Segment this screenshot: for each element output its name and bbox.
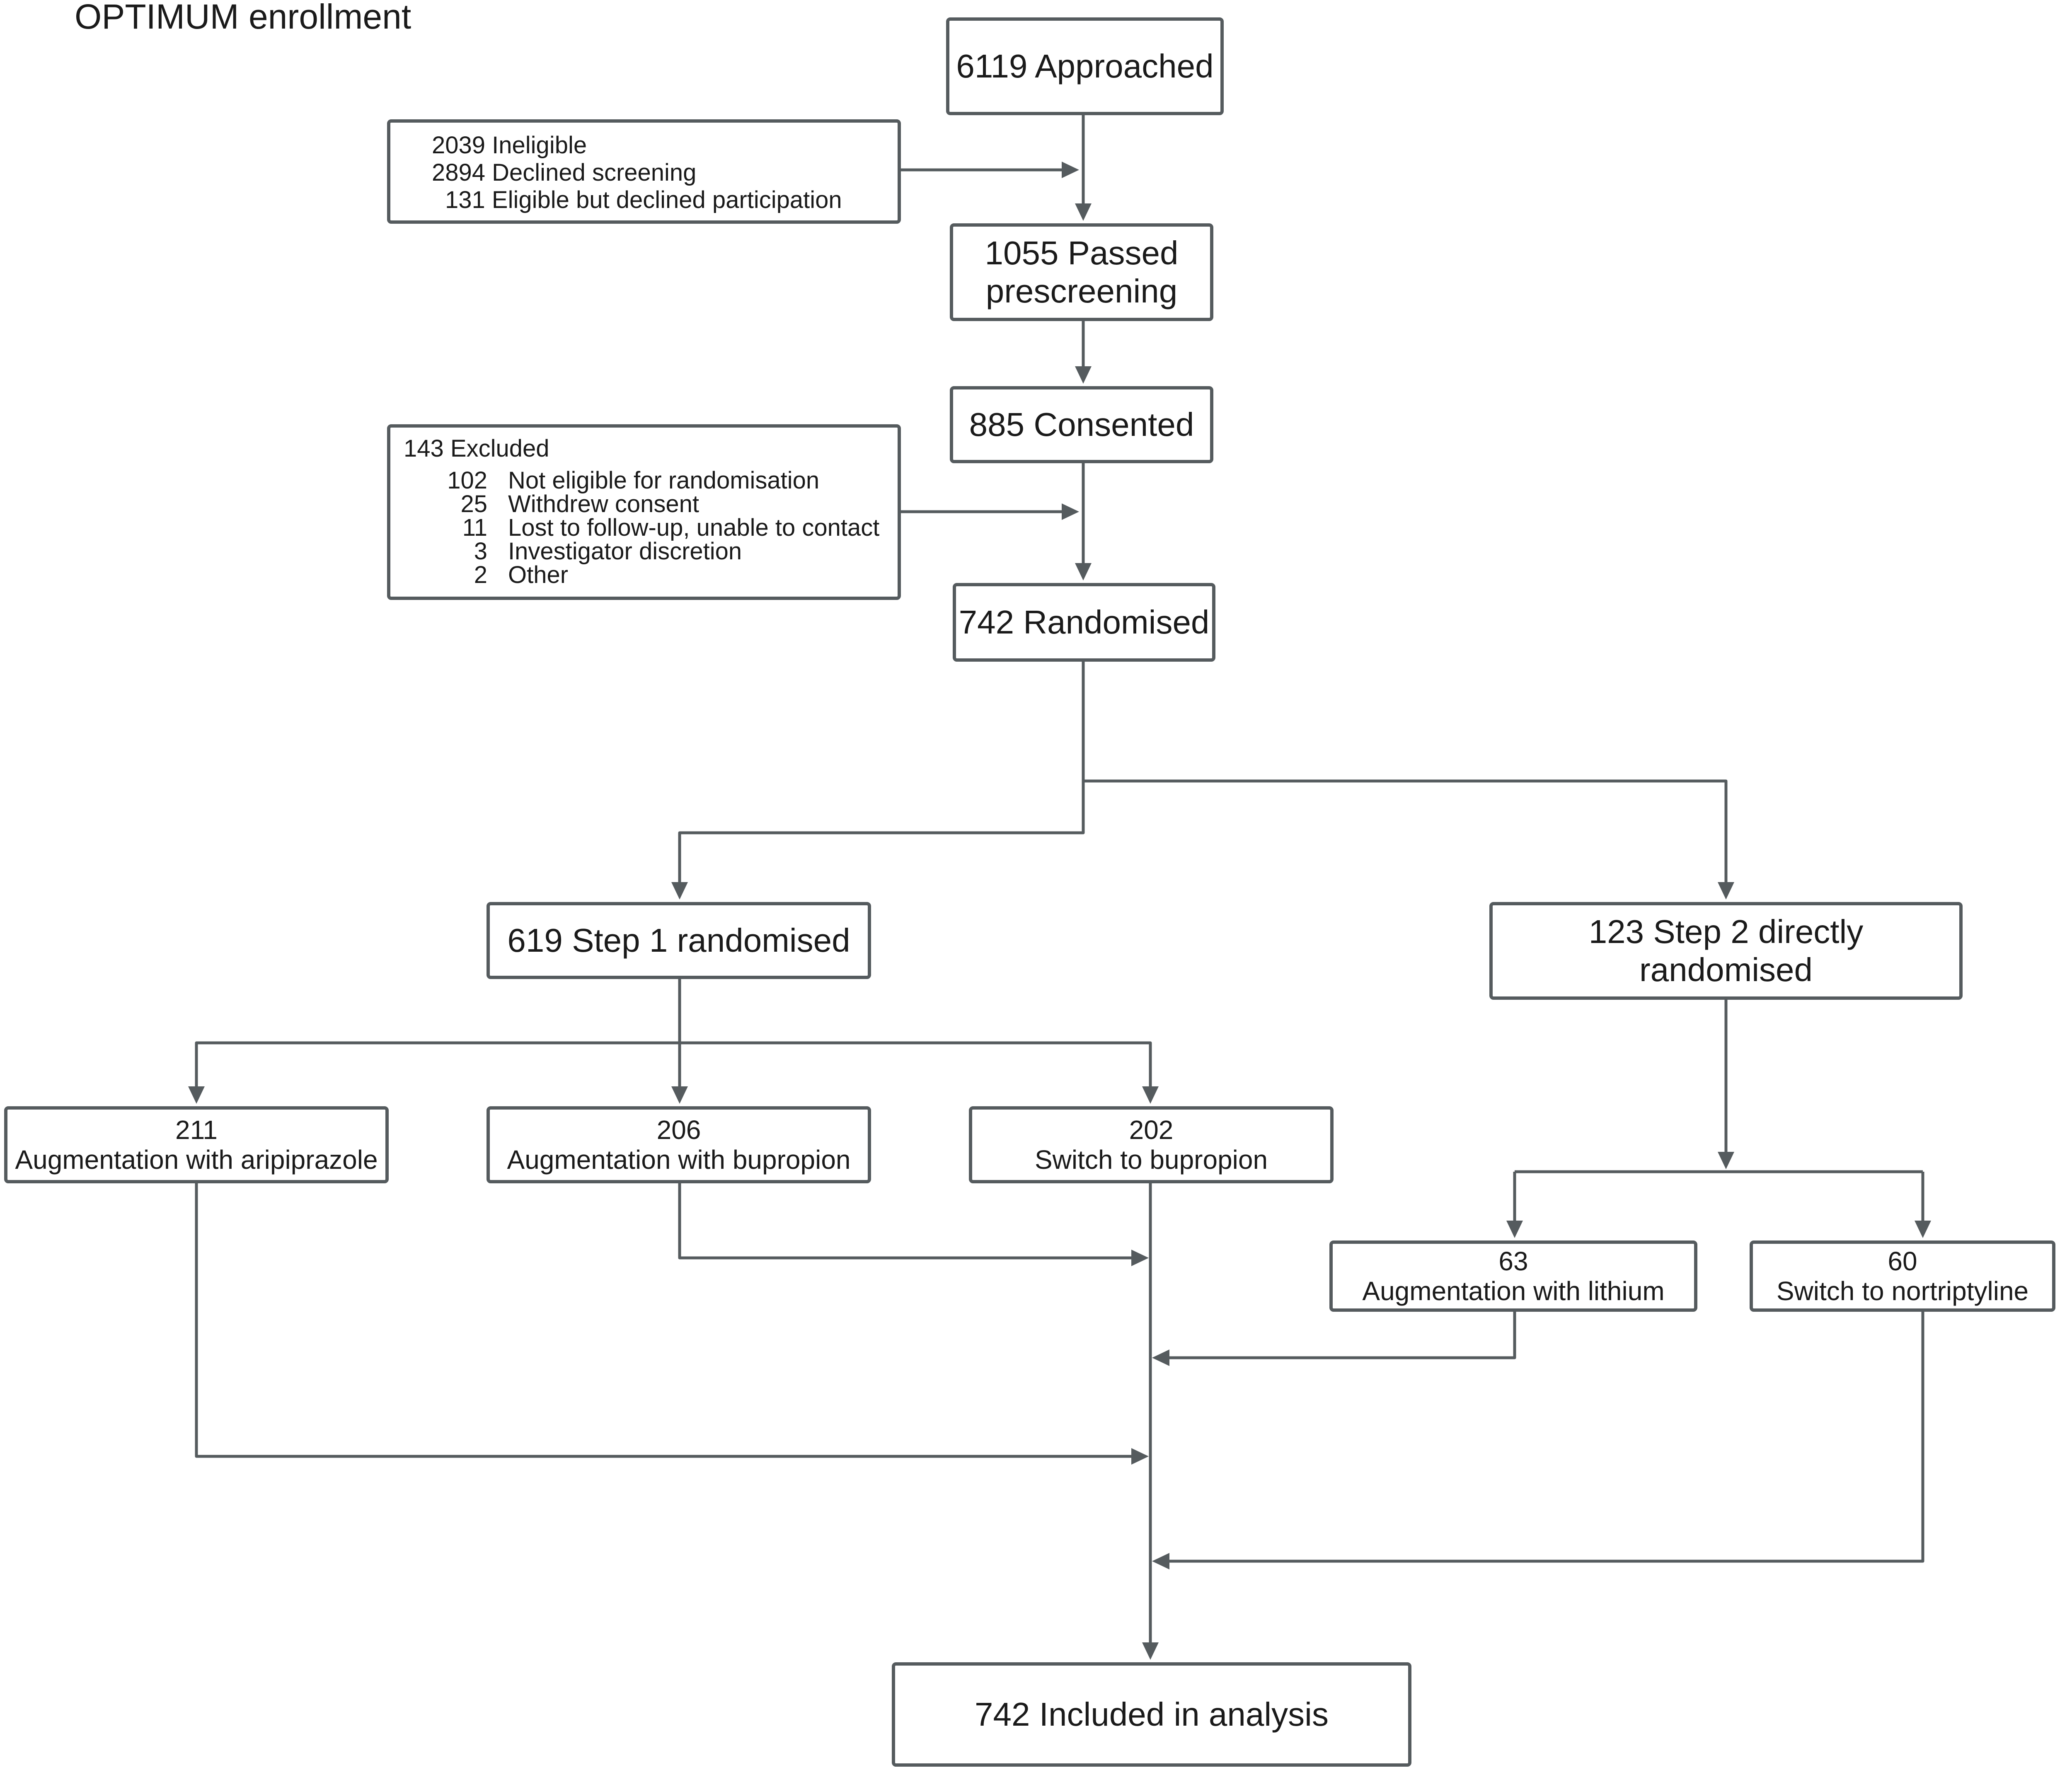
consent-exclusions-box: 143 Excluded 102 Not eligible for random… (387, 424, 901, 600)
node-included-line-1: 742 Included in analysis (975, 1696, 1329, 1733)
connector-randomised-to-step1 (678, 662, 1085, 882)
connector-step1-to-switch-bupropion-arrowhead (1142, 1086, 1159, 1104)
node-switch-bupropion: 202 Switch to bupropion (969, 1106, 1334, 1183)
node-consented: 885 Consented (950, 386, 1213, 463)
excluded-withdrew-label: Withdrew consent (508, 491, 699, 517)
node-step2-line-1: 123 Step 2 directly (1588, 913, 1864, 950)
connector-lithium-merge-arrowhead (1152, 1349, 1169, 1366)
connector-switch-bupropion-to-analysis-arrowhead (1142, 1642, 1159, 1660)
node-lithium-count: 63 (1498, 1246, 1528, 1276)
exclusion-declined-screening-count: 2894 (432, 159, 486, 186)
connector-prescreening-to-consented-arrowhead (1075, 366, 1092, 384)
page-title: OPTIMUM enrollment (75, 0, 411, 36)
exclusion-declined-participation-label: Eligible but declined participation (491, 186, 842, 213)
connector-aug-bupropion-merge-arrowhead (1131, 1250, 1149, 1266)
node-lithium-label: Augmentation with lithium (1362, 1276, 1665, 1306)
connector-step2-to-lithium-arrowhead (1506, 1221, 1523, 1238)
connector-step2-to-nortriptyline-arrowhead (1915, 1221, 1931, 1238)
connector-consent-exclusions-arrowhead (1062, 503, 1079, 520)
node-step2-randomised: 123 Step 2 directly randomised (1489, 902, 1963, 1000)
node-included-analysis: 742 Included in analysis (892, 1662, 1411, 1767)
node-passed-prescreening-line-1: 1055 Passed (985, 235, 1179, 271)
node-nortriptyline-label: Switch to nortriptyline (1776, 1276, 2029, 1306)
exclusion-declined-participation: 131 Eligible but declined participation (445, 186, 842, 214)
screening-exclusions-box: 2039 Ineligible 2894 Declined screening … (387, 119, 901, 224)
excluded-investigator-label: Investigator discretion (508, 538, 742, 565)
node-passed-prescreening-line-2: prescreening (985, 273, 1178, 310)
excluded-withdrew-count: 25 (460, 491, 487, 517)
node-switch-bupropion-label: Switch to bupropion (1034, 1145, 1268, 1175)
excluded-other-count: 2 (474, 561, 487, 588)
node-approached-line-1: 6119 Approached (956, 48, 1214, 85)
excluded-lost-count: 11 (462, 514, 487, 541)
node-approached: 6119 Approached (946, 17, 1224, 115)
connector-randomised-to-step1-arrowhead (671, 882, 688, 900)
node-aripiprazole-label: Augmentation with aripiprazole (15, 1145, 378, 1175)
node-randomised: 742 Randomised (953, 583, 1215, 662)
connector-randomised-to-step2 (1082, 662, 1728, 882)
connector-lithium-merge (1169, 1312, 1516, 1359)
node-aripiprazole-count: 211 (175, 1115, 218, 1145)
node-nortriptyline-count: 60 (1888, 1246, 1917, 1276)
exclusion-declined-screening-label: Declined screening (492, 159, 697, 186)
node-aripiprazole: 211 Augmentation with aripiprazole (4, 1106, 389, 1183)
connector-aripiprazole-merge-arrowhead (1131, 1448, 1149, 1465)
excluded-not-eligible-count: 102 (447, 467, 487, 494)
excluded-not-eligible-label: Not eligible for randomisation (508, 467, 820, 494)
exclusion-declined-screening: 2894 Declined screening (432, 159, 696, 186)
connector-consented-to-randomised-arrowhead (1075, 563, 1092, 580)
exclusion-declined-participation-count: 131 (445, 186, 485, 213)
connector-aug-bupropion-merge (678, 1183, 1131, 1260)
connector-aripiprazole-merge (195, 1183, 1131, 1458)
exclusion-ineligible: 2039 Ineligible (432, 132, 587, 159)
node-consented-line-1: 885 Consented (969, 406, 1194, 443)
connector-nortriptyline-merge-arrowhead (1152, 1553, 1169, 1569)
node-step2-line-2: randomised (1639, 951, 1813, 988)
excluded-other-label: Other (508, 561, 569, 588)
node-nortriptyline: 60 Switch to nortriptyline (1750, 1240, 2055, 1312)
node-step1-line-1: 619 Step 1 randomised (507, 922, 850, 959)
node-aug-bupropion-count: 206 (656, 1115, 701, 1145)
excluded-lost-label: Lost to follow-up, unable to contact (508, 514, 880, 541)
connector-step2-trunk-arrowhead (1718, 1152, 1734, 1169)
node-augmentation-bupropion: 206 Augmentation with bupropion (487, 1106, 871, 1183)
node-randomised-line-1: 742 Randomised (959, 604, 1210, 641)
connector-nortriptyline-merge (1169, 1312, 1924, 1563)
exclusion-ineligible-count: 2039 (432, 132, 486, 159)
excluded-investigator-count: 3 (474, 538, 487, 565)
node-aug-bupropion-label: Augmentation with bupropion (507, 1145, 851, 1175)
connector-randomised-to-step2-arrowhead (1718, 882, 1734, 900)
node-switch-bupropion-count: 202 (1129, 1115, 1174, 1145)
node-lithium: 63 Augmentation with lithium (1329, 1240, 1697, 1312)
connector-step1-to-aug-bupropion-arrowhead (671, 1086, 688, 1104)
connector-step1-to-aripiprazole-arrowhead (188, 1086, 205, 1104)
node-step1-randomised: 619 Step 1 randomised (487, 902, 871, 979)
connector-screening-exclusions-arrowhead (1062, 162, 1079, 178)
node-passed-prescreening: 1055 Passed prescreening (950, 223, 1213, 321)
consent-exclusions-header: 143 Excluded (404, 435, 549, 462)
connector-step1-to-switch-bupropion (680, 1041, 1152, 1086)
exclusion-ineligible-label: Ineligible (492, 132, 587, 159)
connector-approached-to-prescreening-arrowhead (1075, 203, 1092, 221)
connector-step1-to-aripiprazole (195, 1041, 680, 1086)
